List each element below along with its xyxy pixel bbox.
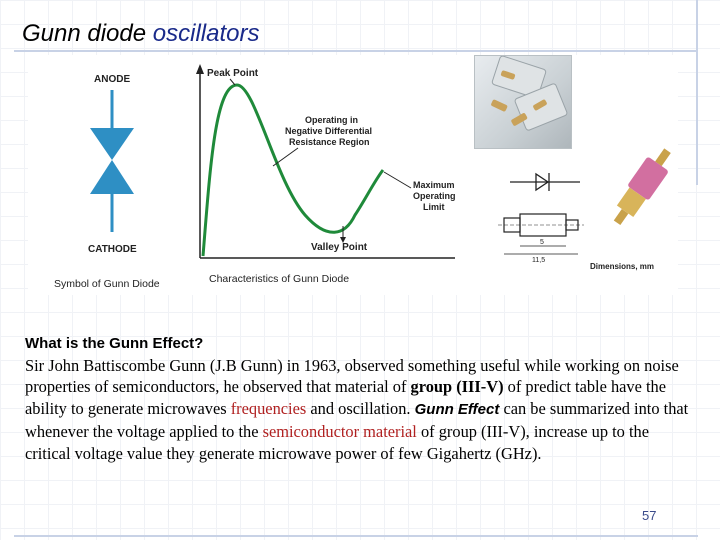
max-limit-pointer: [383, 171, 412, 189]
section-question: What is the Gunn Effect?: [25, 335, 204, 352]
title-accent-text: oscillators: [152, 20, 260, 47]
dimension-large: 11,5: [532, 257, 545, 264]
characteristics-caption: Characteristics of Gunn Diode: [209, 273, 349, 285]
component-body: [628, 157, 668, 200]
cathode-label: CATHODE: [88, 244, 137, 255]
page-number: 57: [642, 508, 657, 523]
photo-components: [491, 55, 568, 131]
gunn-diode-symbol-figure: ANODE CATHODE Symbol of Gunn Diode: [54, 74, 160, 290]
body-text-part2: of predict table have the ability to gen…: [25, 377, 667, 419]
lower-triangle: [90, 160, 134, 194]
component-tip: [613, 209, 629, 226]
max-limit-line1: Maximum: [413, 180, 455, 190]
right-divider: [696, 0, 698, 185]
chip-tray: [491, 55, 547, 99]
max-limit-line2: Operating: [413, 191, 456, 201]
title-text: Gunn diode: [22, 20, 153, 47]
ndr-pointer: [272, 147, 299, 167]
peak-point-label: Peak Point: [207, 68, 259, 79]
diode-package: [491, 99, 508, 112]
body-text-part3: and oscillation.: [306, 399, 415, 419]
diode-package: [533, 99, 547, 111]
semiconductor-link[interactable]: semiconductor material: [262, 421, 417, 441]
valley-point-label: Valley Point: [311, 242, 368, 253]
group-emphasis: group (III-V): [410, 377, 504, 397]
component-pin: [655, 148, 671, 167]
dimension-small: 5: [540, 239, 544, 246]
gunn-diode-component-image: [613, 148, 671, 226]
peak-pointer: [229, 78, 236, 86]
frequencies-link[interactable]: frequencies: [230, 399, 307, 419]
coaxial-diode: [613, 148, 671, 226]
y-axis-arrow: [196, 64, 204, 74]
gunn-diode-photo: [474, 55, 572, 149]
dimensions-label: Dimensions, mm: [590, 262, 654, 271]
package-drawing-figure: 5 11,5 Dimensions, mm: [498, 172, 654, 271]
ndr-label-line3: Resistance Region: [289, 137, 370, 147]
diode-package: [500, 70, 516, 80]
body-text-part1: Sir John Battiscombe Gunn (J.B Gunn) in …: [25, 355, 679, 397]
ndr-label-line1: Operating in: [305, 115, 358, 125]
slide-title: Gunn diode oscillators: [22, 20, 259, 48]
characteristic-curve: [201, 83, 385, 257]
upper-triangle: [90, 128, 134, 160]
component-connector: [616, 187, 646, 218]
body-text: What is the Gunn Effect? Sir John Battis…: [25, 333, 695, 464]
body-text-part5: of group (III-V), increase up to the cri…: [25, 421, 649, 463]
max-limit-line3: Limit: [423, 202, 445, 212]
body-text-part4: can be summarized into that whenever the…: [25, 399, 689, 441]
symbol-caption: Symbol of Gunn Diode: [54, 278, 160, 290]
valley-arrowhead: [340, 237, 346, 243]
gunn-effect-term: Gunn Effect: [414, 401, 500, 419]
anode-label: ANODE: [94, 74, 130, 85]
gunn-characteristics-figure: Peak Point Operating in Negative Differe…: [196, 64, 456, 285]
title-bar: [14, 6, 698, 52]
diode-symbol-triangle: [535, 172, 550, 192]
diode-package: [511, 113, 528, 126]
ndr-label-line2: Negative Differential: [285, 126, 372, 136]
bottom-divider: [14, 535, 698, 537]
